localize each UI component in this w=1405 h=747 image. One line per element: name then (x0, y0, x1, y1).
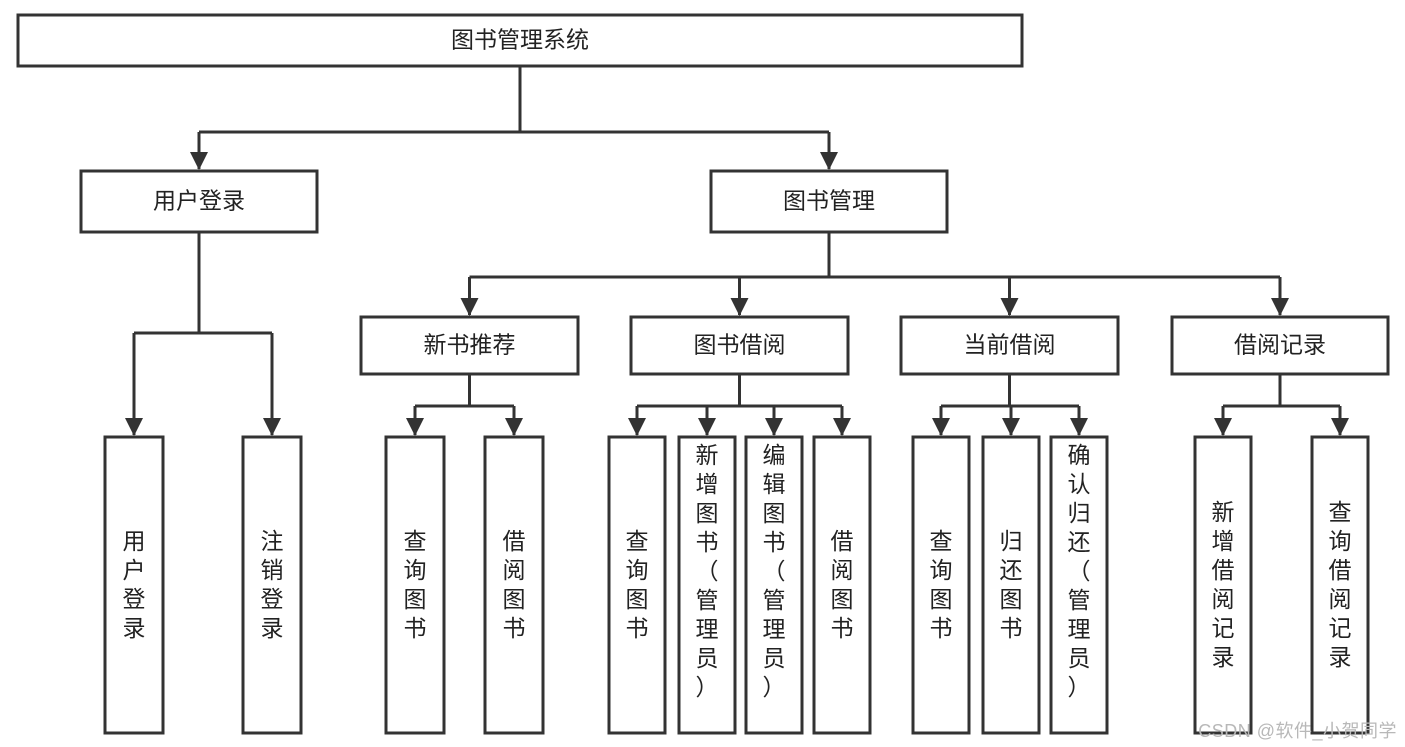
node-box-leaf-return-book (981, 435, 1041, 735)
node-box-user-login (79, 169, 319, 234)
node-box-leaf-query-borrow-record (1310, 435, 1370, 735)
node-box-current-borrow (899, 315, 1120, 376)
node-leaf-borrow-book[interactable]: 借阅图书 (812, 435, 872, 735)
node-box-leaf-add-borrow-record (1193, 435, 1253, 735)
node-box-leaf-borrow-book (812, 435, 872, 735)
node-label-leaf-query-borrow-record: 查询借阅记录 (1329, 499, 1352, 670)
node-user-login[interactable]: 用户登录 (79, 169, 319, 234)
node-label-leaf-query-book-borrow: 查询图书 (626, 528, 649, 641)
node-box-leaf-user-logout (241, 435, 303, 735)
node-box-leaf-query-book-borrow (607, 435, 667, 735)
node-label-leaf-query-book-current: 查询图书 (930, 528, 953, 641)
node-leaf-confirm-return[interactable]: 确认归还（管理员） (1049, 435, 1109, 735)
node-leaf-user-logout[interactable]: 注销登录 (241, 435, 303, 735)
node-box-root (16, 13, 1024, 68)
node-book-manage[interactable]: 图书管理 (709, 169, 949, 234)
node-label-leaf-query-book-recommend: 查询图书 (404, 528, 427, 641)
node-label-leaf-user-login: 用户登录 (123, 528, 146, 641)
node-leaf-query-book-borrow[interactable]: 查询图书 (607, 435, 667, 735)
node-box-leaf-user-login (103, 435, 165, 735)
node-leaf-add-book[interactable]: 新增图书（管理员） (677, 435, 737, 735)
node-box-new-book-recommend (359, 315, 580, 376)
node-book-borrow[interactable]: 图书借阅 (629, 315, 850, 376)
node-label-leaf-borrow-book: 借阅图书 (831, 528, 854, 641)
node-label-user-login: 用户登录 (153, 188, 245, 214)
node-leaf-user-login[interactable]: 用户登录 (103, 435, 165, 735)
node-leaf-add-borrow-record[interactable]: 新增借阅记录 (1193, 435, 1253, 735)
node-label-leaf-user-logout: 注销登录 (261, 528, 284, 641)
node-box-leaf-confirm-return (1049, 435, 1109, 735)
node-box-book-borrow (629, 315, 850, 376)
node-leaf-query-book-recommend[interactable]: 查询图书 (384, 435, 446, 735)
node-label-current-borrow: 当前借阅 (964, 332, 1056, 358)
nodes-layer: 图书管理系统用户登录图书管理新书推荐图书借阅当前借阅借阅记录用户登录注销登录查询… (16, 13, 1390, 735)
node-label-book-manage: 图书管理 (783, 188, 875, 214)
node-box-leaf-query-book-recommend (384, 435, 446, 735)
node-label-leaf-add-borrow-record: 新增借阅记录 (1212, 499, 1235, 670)
node-label-leaf-confirm-return: 确认归还（管理员） (1068, 442, 1091, 700)
node-box-leaf-borrow-book-recommend (483, 435, 545, 735)
node-root[interactable]: 图书管理系统 (16, 13, 1024, 68)
edges-layer (125, 66, 1349, 436)
node-leaf-borrow-book-recommend[interactable]: 借阅图书 (483, 435, 545, 735)
node-label-leaf-borrow-book-recommend: 借阅图书 (503, 528, 526, 641)
node-leaf-return-book[interactable]: 归还图书 (981, 435, 1041, 735)
node-label-book-borrow: 图书借阅 (694, 332, 786, 358)
node-leaf-edit-book[interactable]: 编辑图书（管理员） (744, 435, 804, 735)
node-box-leaf-add-book (677, 435, 737, 735)
node-box-leaf-query-book-current (911, 435, 971, 735)
node-box-book-manage (709, 169, 949, 234)
node-label-root: 图书管理系统 (451, 27, 589, 53)
node-box-borrow-record (1170, 315, 1390, 376)
node-new-book-recommend[interactable]: 新书推荐 (359, 315, 580, 376)
node-borrow-record[interactable]: 借阅记录 (1170, 315, 1390, 376)
node-box-leaf-edit-book (744, 435, 804, 735)
watermark-label: CSDN @软件_小贺同学 (1198, 721, 1397, 741)
node-label-borrow-record: 借阅记录 (1234, 332, 1326, 358)
node-current-borrow[interactable]: 当前借阅 (899, 315, 1120, 376)
node-label-leaf-return-book: 归还图书 (1000, 528, 1023, 641)
node-label-leaf-add-book: 新增图书（管理员） (696, 442, 719, 700)
node-label-new-book-recommend: 新书推荐 (424, 332, 516, 358)
node-leaf-query-book-current[interactable]: 查询图书 (911, 435, 971, 735)
node-leaf-query-borrow-record[interactable]: 查询借阅记录 (1310, 435, 1370, 735)
node-label-leaf-edit-book: 编辑图书（管理员） (763, 442, 786, 700)
